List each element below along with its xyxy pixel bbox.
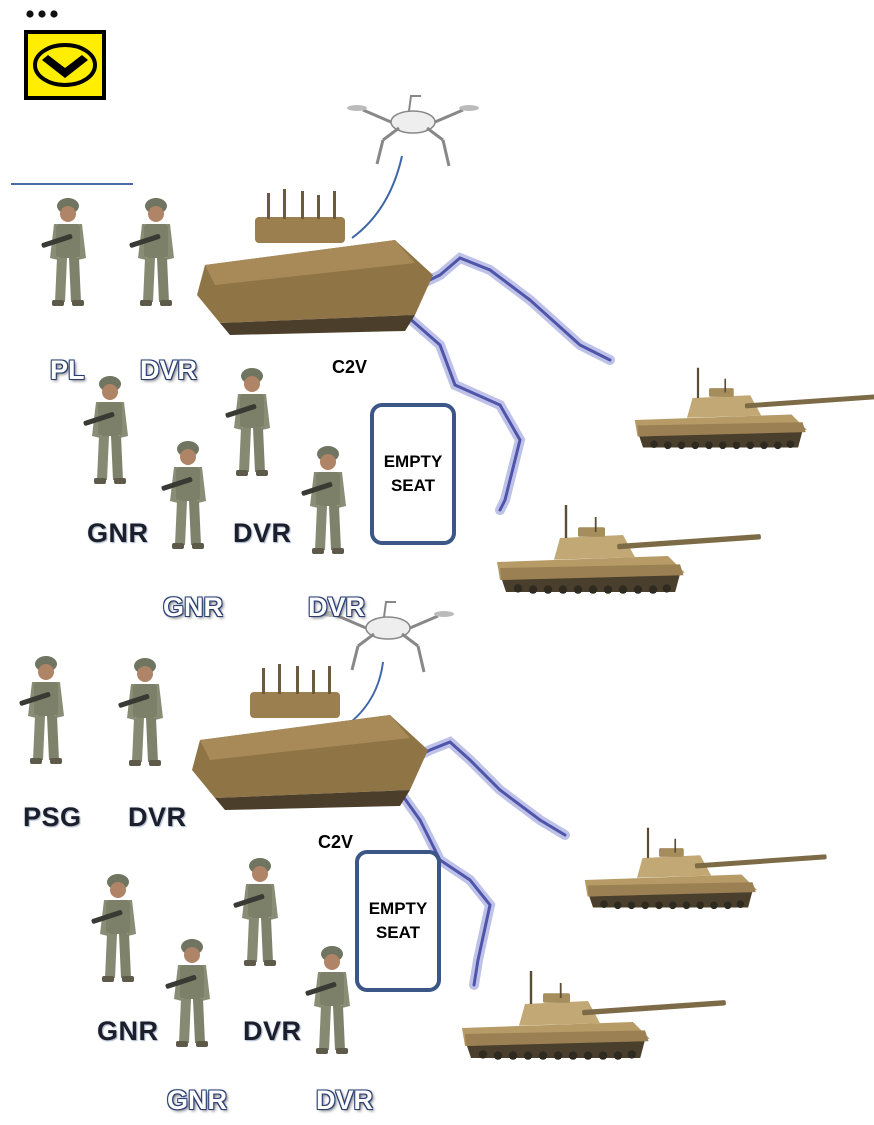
tank-a1: [634, 367, 874, 450]
crew-label-dvr: DVR: [128, 802, 187, 832]
crew-label-gnr: GNR: [87, 518, 149, 548]
tank-a2: [497, 505, 762, 594]
drone-link-b: [345, 661, 384, 727]
crew-label-dvr: DVR: [140, 355, 198, 385]
crew-label-pl: PL: [50, 355, 85, 385]
more-horizontal-dots-icon[interactable]: [24, 8, 64, 20]
soldier-gnr-a2: [160, 441, 206, 549]
drone-a: [345, 94, 481, 168]
crew-label-psg: PSG: [23, 802, 82, 832]
c2v-vehicle-a: [197, 189, 433, 335]
tank-b2: [462, 971, 727, 1060]
c2v-label: C2V: [318, 832, 354, 852]
soldier-dvr-a3: [300, 446, 346, 554]
soldier-dvr-b2: [232, 858, 278, 966]
c2v-label: C2V: [332, 357, 368, 377]
soldier-gnr-b2: [164, 939, 210, 1047]
soldier-dvr-a1: [128, 198, 174, 306]
soldier-dvr-b3: [304, 946, 350, 1054]
soldier-psg: [18, 656, 64, 764]
drone-link-a: [351, 155, 403, 239]
crew-label-dvr: DVR: [233, 518, 292, 548]
empty-seat-box: EMPTY SEAT: [355, 850, 441, 992]
crew-label-dvr: DVR: [316, 1085, 374, 1115]
soldier-dvr-b1: [117, 658, 163, 766]
crew-label-gnr: GNR: [167, 1085, 227, 1115]
soldier-dvr-a2: [224, 368, 270, 476]
lightning-link-a: [395, 252, 615, 515]
crew-label-dvr: DVR: [308, 592, 366, 622]
empty-seat-box: EMPTY SEAT: [370, 403, 456, 545]
crew-label-dvr: DVR: [243, 1016, 302, 1046]
crew-label-gnr: GNR: [97, 1016, 159, 1046]
empty-seat-label: EMPTY SEAT: [368, 899, 428, 942]
c2v-vehicle-b: [192, 664, 428, 810]
tank-b1: [584, 827, 827, 910]
empty-seat-label: EMPTY SEAT: [383, 452, 443, 495]
soldier-gnr-b1: [90, 874, 136, 982]
lightning-link-b: [390, 736, 570, 990]
crew-label-gnr: GNR: [163, 592, 223, 622]
header-rule: [11, 183, 133, 185]
yellow-chevron-down-badge-icon[interactable]: [24, 30, 106, 100]
soldier-pl: [40, 198, 86, 306]
soldier-gnr-a1: [82, 376, 128, 484]
